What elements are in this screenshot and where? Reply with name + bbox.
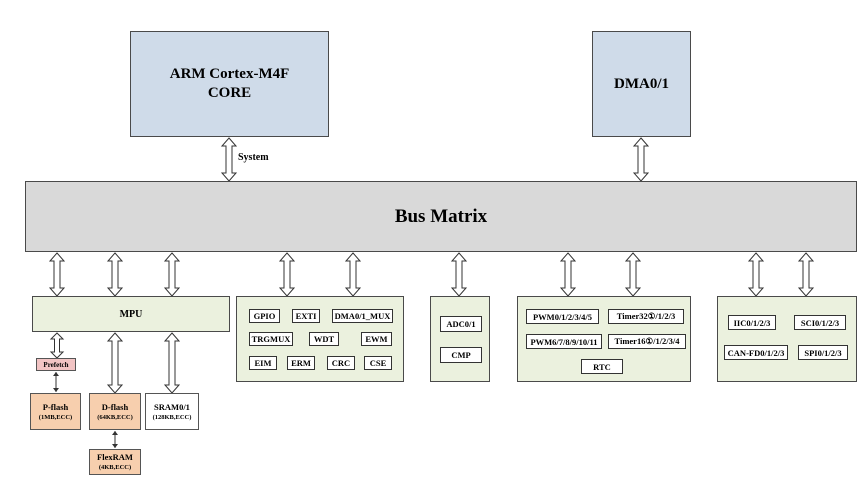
dflash-block: D-flash (64KB,ECC) bbox=[89, 393, 141, 430]
dflash-size: (64KB,ECC) bbox=[97, 413, 133, 421]
chip-sci: SCI0/1/2/3 bbox=[794, 315, 846, 330]
peripheral-group-timers: PWM0/1/2/3/4/5 Timer32①/1/2/3 PWM6/7/8/9… bbox=[517, 296, 691, 382]
chip-pwm-b: PWM6/7/8/9/10/11 bbox=[526, 334, 602, 349]
core-line2: CORE bbox=[207, 85, 252, 101]
chip-rtc: RTC bbox=[581, 359, 623, 374]
flexram-name: FlexRAM bbox=[97, 452, 133, 462]
chip-dmamux: DMA0/1_MUX bbox=[332, 309, 393, 323]
chip-wdt: WDT bbox=[309, 332, 339, 346]
sram-block: SRAM0/1 (128KB,ECC) bbox=[145, 393, 199, 430]
chip-erm: ERM bbox=[287, 356, 315, 370]
arrow-mpu-sram bbox=[163, 332, 181, 394]
arrow-prefetch-pflash-head bbox=[53, 388, 59, 392]
flexram-size: (4KB,ECC) bbox=[98, 464, 132, 471]
arrow-bus-group1-a bbox=[278, 252, 296, 297]
arrow-bus-group1-b bbox=[344, 252, 362, 297]
chip-pwm-a: PWM0/1/2/3/4/5 bbox=[526, 309, 599, 324]
arrow-dflash-flexram-head bbox=[112, 431, 118, 435]
arrow-bus-group3-a bbox=[559, 252, 577, 297]
chip-trgmux: TRGMUX bbox=[249, 332, 293, 346]
arrow-prefetch-pflash-head bbox=[53, 372, 59, 376]
system-label: System bbox=[238, 152, 269, 163]
arrow-bus-group4-b bbox=[797, 252, 815, 297]
peripheral-group-analog: ADC0/1 CMP bbox=[430, 296, 490, 382]
chip-adc: ADC0/1 bbox=[440, 316, 482, 332]
chip-canfd: CAN-FD0/1/2/3 bbox=[724, 345, 788, 360]
arrow-bus-group2 bbox=[450, 252, 468, 297]
arrow-bus-mpu-2 bbox=[106, 252, 124, 297]
chip-spi: SPI0/1/2/3 bbox=[798, 345, 848, 360]
peripheral-group-comm: IIC0/1/2/3 SCI0/1/2/3 CAN-FD0/1/2/3 SPI0… bbox=[717, 296, 857, 382]
mpu-label: MPU bbox=[119, 308, 143, 320]
chip-iic: IIC0/1/2/3 bbox=[728, 315, 776, 330]
arrow-bus-group3-b bbox=[624, 252, 642, 297]
flexram-block: FlexRAM (4KB,ECC) bbox=[89, 449, 141, 475]
chip-cse: CSE bbox=[364, 356, 392, 370]
sram-name: SRAM0/1 bbox=[154, 401, 190, 412]
core-line1: ARM Cortex-M4F bbox=[169, 66, 290, 82]
chip-crc: CRC bbox=[327, 356, 355, 370]
pflash-name: P-flash bbox=[42, 401, 69, 412]
chip-cmp: CMP bbox=[440, 347, 482, 363]
arrow-bus-group4-a bbox=[747, 252, 765, 297]
dma-label: DMA0/1 bbox=[614, 75, 669, 92]
arrow-bus-mpu-1 bbox=[48, 252, 66, 297]
arrow-core-bus bbox=[220, 137, 238, 182]
chip-ewm: EWM bbox=[361, 332, 392, 346]
arm-cortex-core: ARM Cortex-M4F CORE bbox=[130, 31, 329, 137]
bus-label: Bus Matrix bbox=[394, 205, 488, 227]
peripheral-group-system: GPIO EXTI DMA0/1_MUX TRGMUX WDT EWM EIM … bbox=[236, 296, 404, 382]
arrow-dflash-flexram-head bbox=[112, 444, 118, 448]
dma-block: DMA0/1 bbox=[592, 31, 691, 137]
chip-timer16: Timer16①/1/2/3/4 bbox=[608, 334, 686, 349]
chip-timer32: Timer32①/1/2/3 bbox=[608, 309, 684, 324]
mpu-block: MPU bbox=[32, 296, 230, 332]
bus-matrix: Bus Matrix bbox=[25, 181, 857, 252]
pflash-block: P-flash (1MB,ECC) bbox=[30, 393, 81, 430]
arrow-dma-bus bbox=[632, 137, 650, 182]
arrow-mpu-dflash bbox=[106, 332, 124, 394]
prefetch-label: Prefetch bbox=[43, 360, 69, 369]
chip-eim: EIM bbox=[249, 356, 277, 370]
dflash-name: D-flash bbox=[101, 401, 129, 412]
chip-gpio: GPIO bbox=[249, 309, 280, 323]
pflash-size: (1MB,ECC) bbox=[38, 413, 73, 421]
arrow-mpu-prefetch bbox=[49, 332, 65, 359]
prefetch-block: Prefetch bbox=[36, 358, 76, 371]
arrow-bus-mpu-3 bbox=[163, 252, 181, 297]
chip-exti: EXTI bbox=[292, 309, 320, 323]
sram-size: (128KB,ECC) bbox=[152, 413, 192, 421]
